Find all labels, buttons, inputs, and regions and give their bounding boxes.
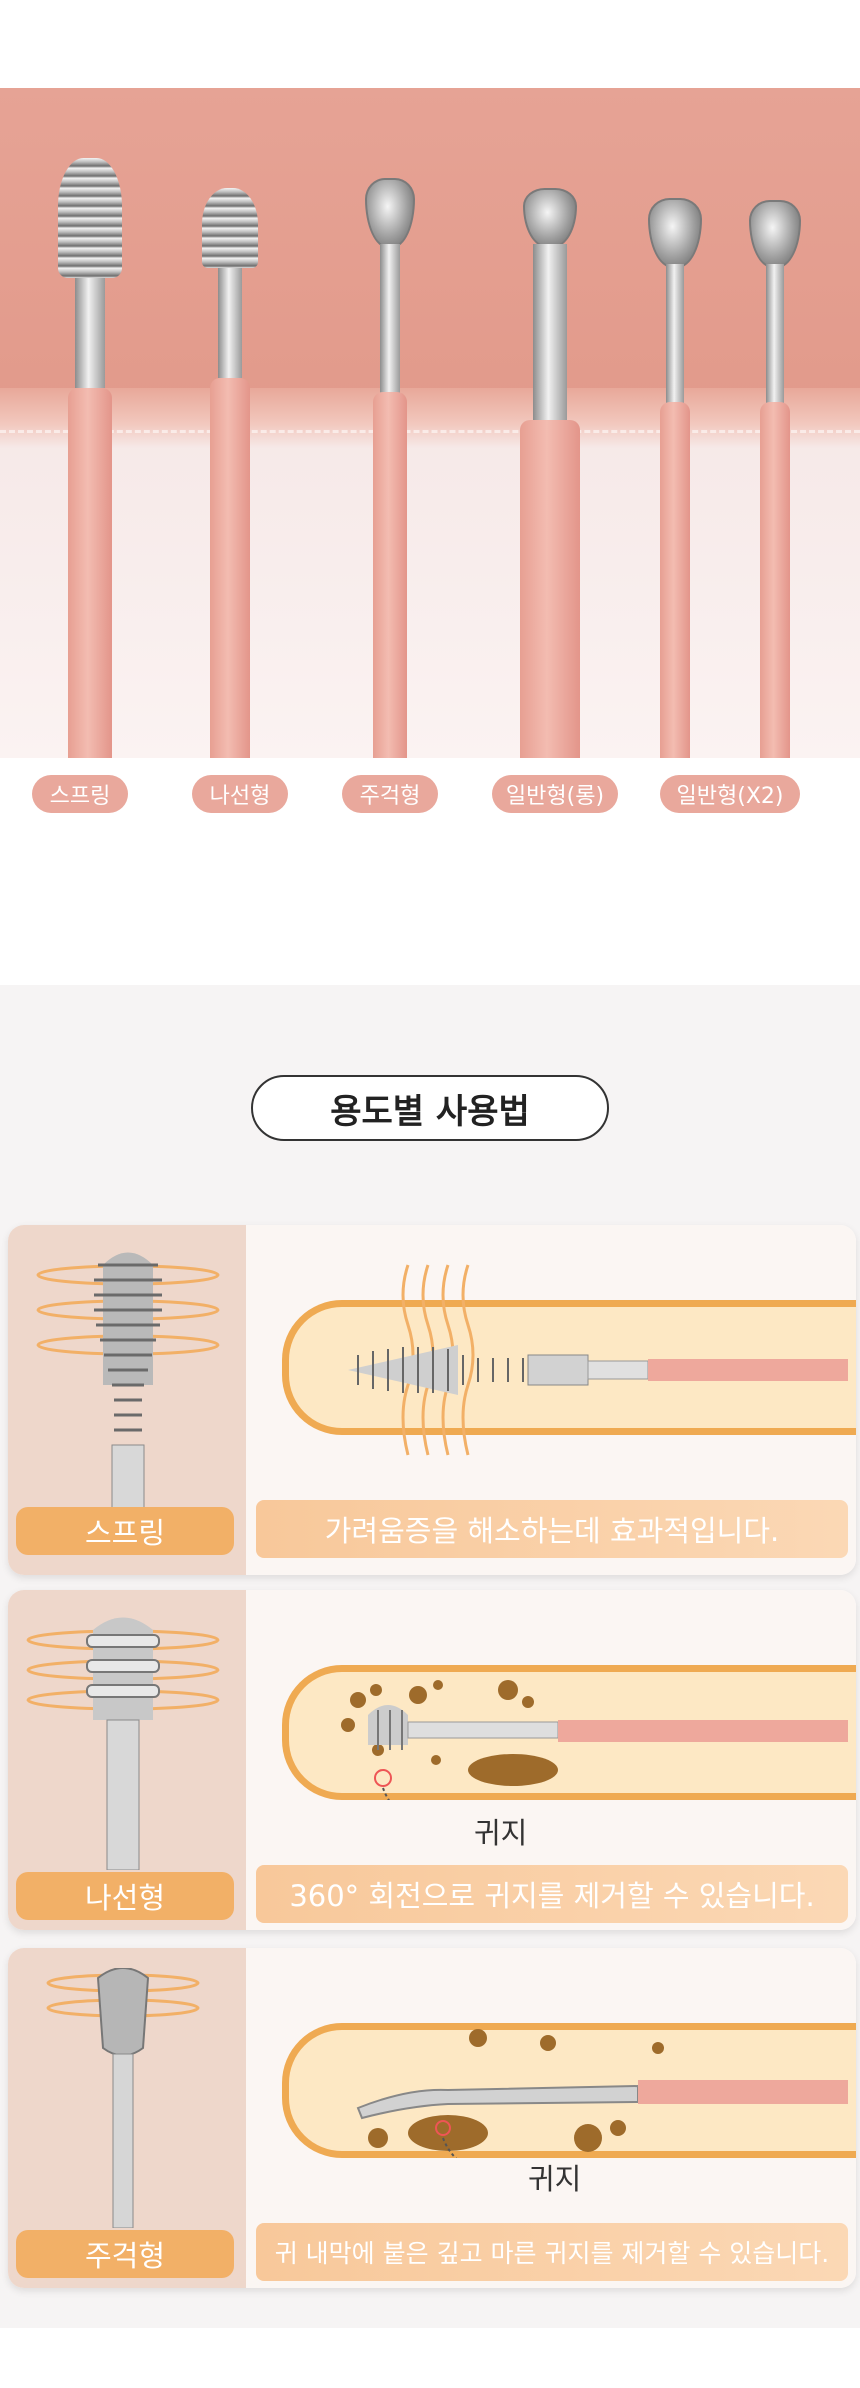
tag-general-long: 일반형(롱) <box>492 775 618 813</box>
usage-card-spring: 스프링 가려움증을 해소하는데 효과적입니다. <box>8 1225 856 1575</box>
earwax-callout: 귀지 <box>474 1816 528 1850</box>
card-description: 귀 내막에 붙은 깊고 마른 귀지를 제거할 수 있습니다. <box>256 2223 848 2281</box>
usage-title: 용도별 사용법 <box>251 1075 609 1141</box>
product-photo <box>0 88 860 758</box>
tool-spring <box>40 158 140 758</box>
card-name-badge: 스프링 <box>16 1507 234 1555</box>
card-name-badge: 주걱형 <box>16 2230 234 2278</box>
tool-general-b <box>730 200 820 758</box>
tool-scoop <box>340 178 440 758</box>
usage-card-scoop: 귀지 주걱형 귀 내막에 붙은 깊고 마른 귀지를 제거할 수 있습니다. <box>8 1948 856 2288</box>
case-stitch <box>0 430 860 433</box>
tag-general-x2: 일반형(X2) <box>660 775 800 813</box>
scoop-in-ear-illustration <box>356 2029 848 2158</box>
card-name-badge: 나선형 <box>16 1872 234 1920</box>
card-description: 가려움증을 해소하는데 효과적입니다. <box>256 1500 848 1558</box>
spiral-in-ear-illustration <box>341 1680 848 1800</box>
tag-spiral: 나선형 <box>192 775 288 813</box>
tag-scoop: 주걱형 <box>342 775 438 813</box>
spring-in-ear-illustration <box>348 1264 848 1456</box>
usage-card-spiral: 귀지 나선형 360° 회전으로 귀지를 제거할 수 있습니다. <box>8 1590 856 1930</box>
tag-spring: 스프링 <box>32 775 128 813</box>
tool-general-a <box>630 198 720 758</box>
tool-general-long <box>500 188 600 758</box>
tool-type-tags: 스프링 나선형 주걱형 일반형(롱) 일반형(X2) <box>0 775 860 815</box>
case-fold <box>0 388 860 448</box>
card-description: 360° 회전으로 귀지를 제거할 수 있습니다. <box>256 1865 848 1923</box>
spiral-closeup-illustration <box>26 1617 220 1870</box>
spring-closeup-illustration <box>36 1252 220 1515</box>
earwax-callout: 귀지 <box>528 2162 582 2196</box>
tool-spiral <box>180 188 280 758</box>
scoop-closeup-illustration <box>46 1968 200 2228</box>
